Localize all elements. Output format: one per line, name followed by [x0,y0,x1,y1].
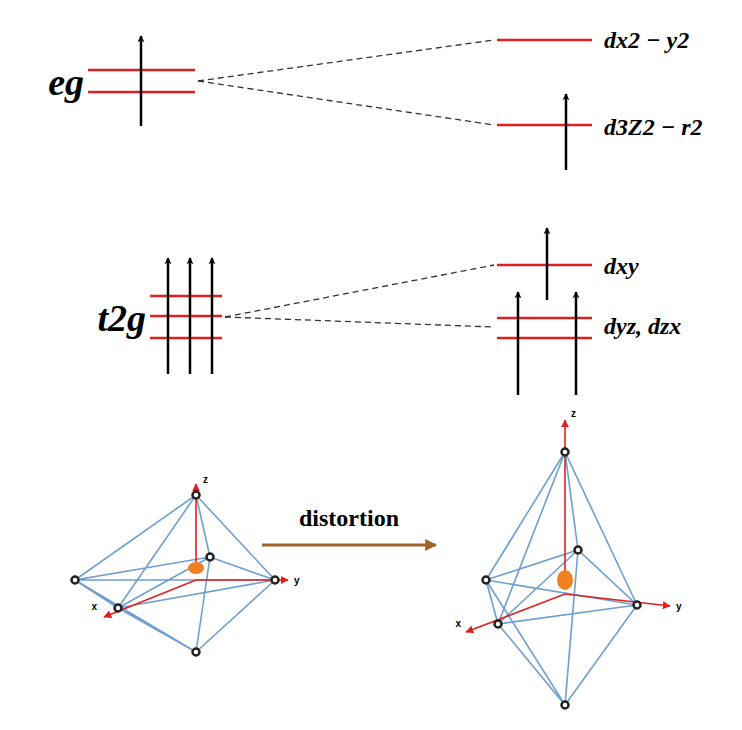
spin-arrows [141,36,576,395]
orbital-label: dx2 − y2 [604,28,689,52]
energy-levels [88,40,592,338]
orbital-label: d3Z2 − r2 [604,115,703,139]
process-label: distortion [299,506,399,530]
level-label: eg [48,63,84,101]
axis-label: x [91,602,97,612]
axis-label: z [571,409,576,419]
orbital-label: dxy [604,254,639,278]
distortion-arrow [262,544,436,547]
correlation-lines [198,40,494,327]
regular-octahedron [72,484,289,656]
axis-label: y [676,602,682,612]
axis-label: y [294,576,300,586]
level-label: t2g [97,299,146,337]
axis-label: z [203,475,208,485]
orbital-label: dyz, dzx [604,314,681,338]
elongated-octahedron [466,420,670,709]
axis-label: x [455,619,461,629]
